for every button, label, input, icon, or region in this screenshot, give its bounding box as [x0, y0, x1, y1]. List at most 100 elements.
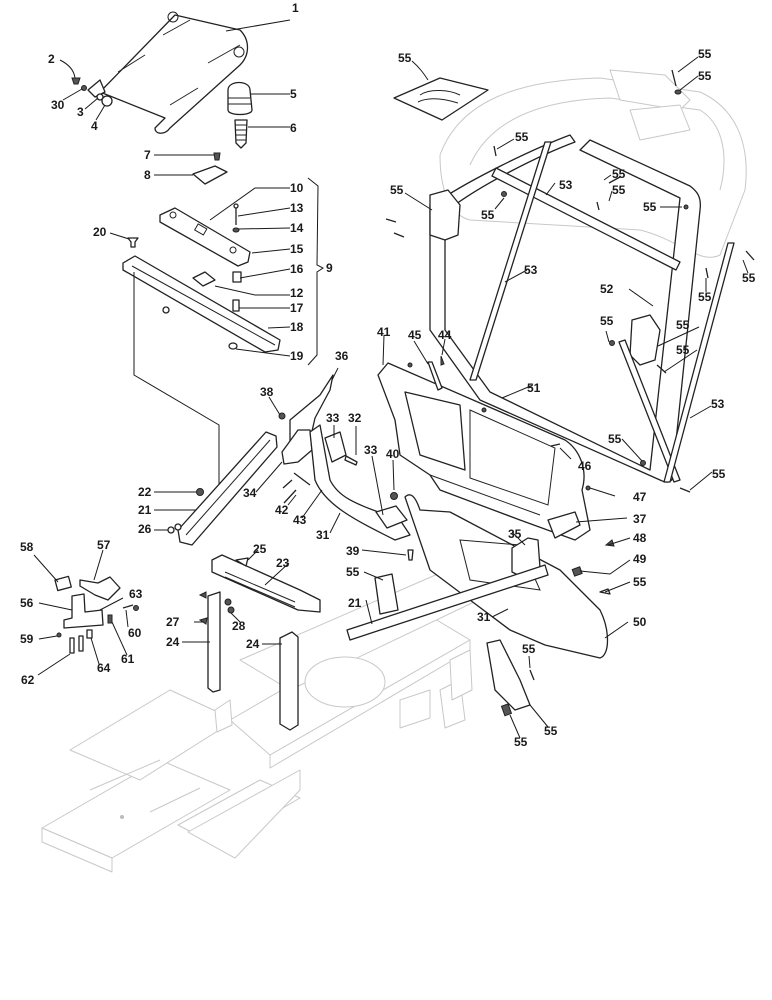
callout-14[interactable]: 14 — [290, 221, 304, 235]
bushing — [86, 629, 93, 639]
callout-55[interactable]: 55 — [633, 575, 647, 589]
callout-17[interactable]: 17 — [290, 301, 304, 315]
callout-55[interactable]: 55 — [612, 167, 626, 181]
callout-64[interactable]: 64 — [97, 661, 111, 675]
callout-2[interactable]: 2 — [48, 52, 55, 66]
callout-24b[interactable]: 24 — [246, 637, 260, 651]
callout-42[interactable]: 42 — [275, 503, 289, 517]
callout-55[interactable]: 55 — [698, 69, 712, 83]
callout-55[interactable]: 55 — [612, 183, 626, 197]
callout-5[interactable]: 5 — [290, 87, 297, 101]
callout-44[interactable]: 44 — [438, 328, 452, 342]
rail — [346, 564, 549, 641]
callout-55[interactable]: 55 — [608, 432, 622, 446]
callout-37[interactable]: 37 — [633, 512, 647, 526]
callout-1[interactable]: 1 — [292, 1, 299, 15]
callout-8[interactable]: 8 — [144, 168, 151, 182]
screw — [407, 355, 487, 413]
callout-9[interactable]: 9 — [326, 261, 333, 275]
callout-35[interactable]: 35 — [508, 527, 522, 541]
callout-21[interactable]: 21 — [138, 503, 152, 517]
callout-55[interactable]: 55 — [515, 130, 529, 144]
callout-27[interactable]: 27 — [166, 615, 180, 629]
callout-55[interactable]: 55 — [698, 290, 712, 304]
callout-51[interactable]: 51 — [527, 381, 541, 395]
callout-26[interactable]: 26 — [138, 522, 152, 536]
callout-55[interactable]: 55 — [698, 47, 712, 61]
callout-55[interactable]: 55 — [676, 318, 690, 332]
callout-55[interactable]: 55 — [390, 183, 404, 197]
callout-55[interactable]: 55 — [346, 565, 360, 579]
callout-21b[interactable]: 21 — [348, 596, 362, 610]
callout-12[interactable]: 12 — [290, 286, 304, 300]
callout-28[interactable]: 28 — [232, 619, 246, 633]
callout-48[interactable]: 48 — [633, 531, 647, 545]
callout-59[interactable]: 59 — [20, 632, 34, 646]
callout-63[interactable]: 63 — [129, 587, 143, 601]
nut — [167, 523, 182, 534]
callout-57[interactable]: 57 — [97, 538, 111, 552]
callout-55[interactable]: 55 — [676, 343, 690, 357]
callout-43[interactable]: 43 — [293, 513, 307, 527]
callout-46[interactable]: 46 — [578, 459, 592, 473]
support-arm — [309, 424, 411, 541]
washer — [56, 632, 62, 638]
callout-40[interactable]: 40 — [386, 447, 400, 461]
callout-55[interactable]: 55 — [742, 271, 756, 285]
callout-3[interactable]: 3 — [77, 105, 84, 119]
callout-25[interactable]: 25 — [253, 542, 267, 556]
callout-52[interactable]: 52 — [600, 282, 614, 296]
callout-18[interactable]: 18 — [290, 320, 304, 334]
callout-49[interactable]: 49 — [633, 552, 647, 566]
callout-15[interactable]: 15 — [290, 242, 304, 256]
callout-4[interactable]: 4 — [91, 119, 98, 133]
callout-6[interactable]: 6 — [290, 121, 297, 135]
callout-20[interactable]: 20 — [93, 225, 107, 239]
callout-31b[interactable]: 31 — [477, 610, 491, 624]
callout-45[interactable]: 45 — [408, 328, 422, 342]
callout-55[interactable]: 55 — [481, 208, 495, 222]
callout-16[interactable]: 16 — [290, 262, 304, 276]
callout-34[interactable]: 34 — [243, 486, 257, 500]
callout-23[interactable]: 23 — [276, 556, 290, 570]
cap — [101, 95, 113, 107]
callout-10[interactable]: 10 — [290, 181, 304, 195]
callout-32[interactable]: 32 — [348, 411, 362, 425]
callout-55[interactable]: 55 — [643, 200, 657, 214]
callout-58[interactable]: 58 — [20, 540, 34, 554]
callout-53a[interactable]: 53 — [559, 178, 573, 192]
screw — [198, 591, 208, 625]
callout-55[interactable]: 55 — [712, 467, 726, 481]
callout-47[interactable]: 47 — [633, 490, 647, 504]
callout-13[interactable]: 13 — [290, 201, 304, 215]
callout-61[interactable]: 61 — [121, 652, 135, 666]
callout-39[interactable]: 39 — [346, 544, 360, 558]
callout-60[interactable]: 60 — [128, 626, 142, 640]
callout-7[interactable]: 7 — [144, 148, 151, 162]
screw — [282, 479, 297, 504]
callout-41[interactable]: 41 — [377, 325, 391, 339]
nut — [278, 412, 286, 420]
callout-53b[interactable]: 53 — [524, 263, 538, 277]
callout-55[interactable]: 55 — [522, 642, 536, 656]
callout-24a[interactable]: 24 — [166, 635, 180, 649]
callout-19[interactable]: 19 — [290, 349, 304, 363]
callout-62[interactable]: 62 — [21, 673, 35, 687]
rail — [122, 255, 281, 353]
callout-38[interactable]: 38 — [260, 385, 274, 399]
strap — [427, 361, 443, 391]
callout-53c[interactable]: 53 — [711, 397, 725, 411]
rail — [177, 431, 278, 546]
callout-31a[interactable]: 31 — [316, 528, 330, 542]
callout-55[interactable]: 55 — [544, 724, 558, 738]
callout-36[interactable]: 36 — [335, 349, 349, 363]
callout-55[interactable]: 55 — [600, 314, 614, 328]
callout-33b[interactable]: 33 — [364, 443, 378, 457]
callout-30[interactable]: 30 — [51, 98, 65, 112]
callout-33a[interactable]: 33 — [326, 411, 340, 425]
callout-56[interactable]: 56 — [20, 596, 34, 610]
callout-50[interactable]: 50 — [633, 615, 647, 629]
callout-22[interactable]: 22 — [138, 485, 152, 499]
callout-55[interactable]: 55 — [514, 735, 528, 749]
callout-55-kit[interactable]: 55 — [398, 51, 412, 65]
